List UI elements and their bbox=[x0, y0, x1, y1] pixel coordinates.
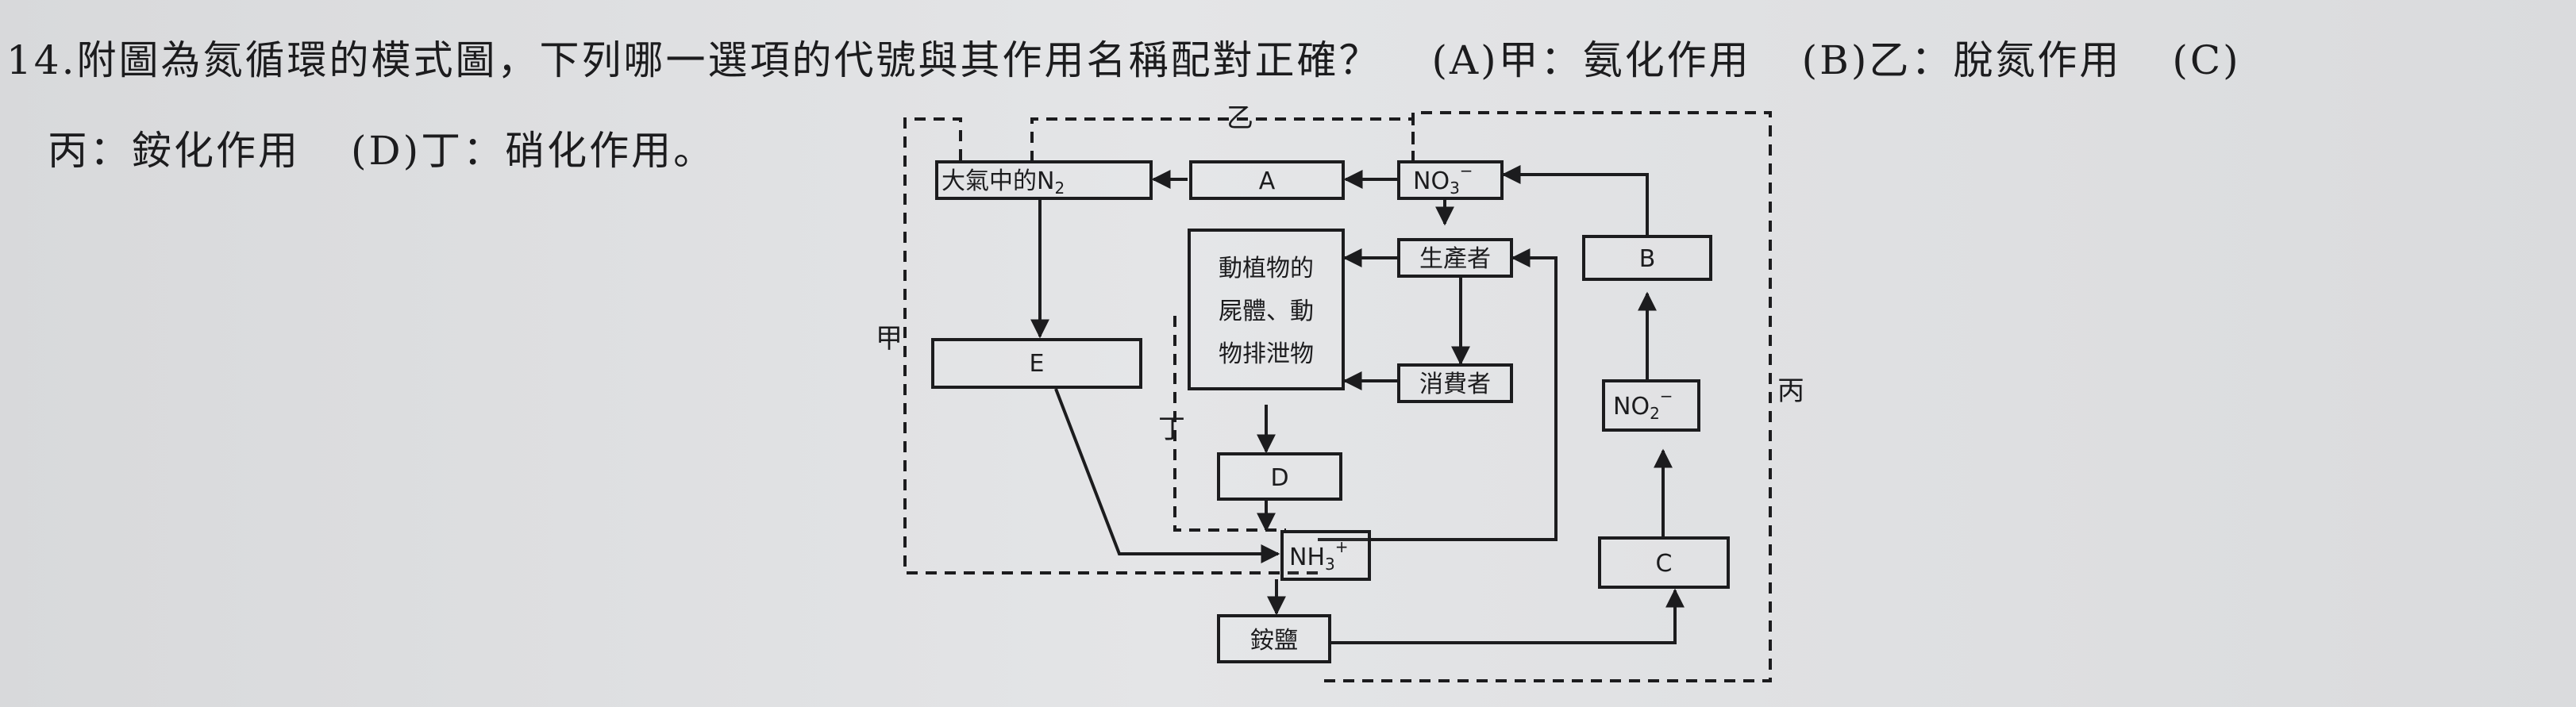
solid-arrows bbox=[1030, 165, 1685, 644]
producer-label: 生產者 bbox=[1419, 245, 1491, 273]
n2-label: 大氣中的N2 bbox=[941, 167, 1065, 198]
label-jia: 甲 bbox=[876, 323, 903, 355]
path-jia bbox=[903, 117, 1318, 574]
box-atmospheric-n2 bbox=[935, 160, 1153, 200]
a-label: A bbox=[1259, 167, 1276, 195]
dashed-paths bbox=[903, 111, 1772, 682]
arrow-ammonium-to-c bbox=[1330, 588, 1685, 644]
box-nh3 bbox=[1280, 530, 1371, 581]
label-yi: 乙 bbox=[1226, 102, 1253, 134]
label-ding: 丁 bbox=[1158, 413, 1185, 445]
process-labels: 甲 乙 丙 丁 bbox=[876, 102, 1804, 445]
nh3-label: NH3+ bbox=[1289, 537, 1349, 574]
path-bing bbox=[1318, 111, 1772, 682]
question-line-1: 14.附圖為氮循環的模式圖，下列哪一選項的代號與其作用名稱配對正確？ (A)甲：氨… bbox=[6, 24, 2241, 97]
option-c-text: 丙：銨化作用 bbox=[48, 128, 300, 174]
path-ding bbox=[1173, 316, 1286, 532]
nitrogen-cycle-diagram: 大氣中的N2 A NO3− B 生產者 動植物的 屍體、動 物排泄物 消費者 E… bbox=[876, 102, 1804, 682]
option-c: (C) bbox=[2172, 37, 2241, 83]
label-bing: 丙 bbox=[1777, 375, 1804, 407]
question-line-2: 丙：銨化作用 (D)丁：硝化作用。 bbox=[48, 114, 715, 187]
path-yi bbox=[1030, 117, 1415, 162]
box-consumer bbox=[1397, 363, 1513, 403]
box-e bbox=[931, 338, 1142, 389]
arrow-b-to-no3 bbox=[1501, 165, 1649, 235]
box-b bbox=[1582, 235, 1712, 281]
no2-label: NO2− bbox=[1613, 386, 1673, 423]
d-label: D bbox=[1270, 464, 1288, 492]
box-remains bbox=[1188, 229, 1345, 390]
c-label: C bbox=[1656, 550, 1673, 578]
box-no3 bbox=[1397, 160, 1504, 200]
ammonium-label: 銨鹽 bbox=[1250, 627, 1298, 655]
box-producer bbox=[1397, 238, 1513, 278]
box-ammonium bbox=[1217, 614, 1331, 663]
option-b: (B)乙：脫氮作用 bbox=[1801, 37, 2122, 83]
box-no2 bbox=[1602, 379, 1700, 432]
option-a: (A)甲：氨化作用 bbox=[1431, 37, 1751, 83]
no3-label: NO3− bbox=[1413, 161, 1473, 198]
remains-line-3: 物排泄物 bbox=[1219, 340, 1314, 368]
consumer-label: 消費者 bbox=[1419, 371, 1491, 398]
e-label: E bbox=[1030, 350, 1045, 378]
remains-line-2: 屍體、動 bbox=[1219, 298, 1314, 325]
b-label: B bbox=[1639, 245, 1656, 273]
boxes bbox=[931, 160, 1730, 663]
box-c bbox=[1598, 536, 1730, 589]
arrow-e-to-nh3 bbox=[1054, 388, 1280, 563]
question-stem: 附圖為氮循環的模式圖，下列哪一選項的代號與其作用名稱配對正確？ bbox=[76, 37, 1381, 83]
arrow-ammonium-to-producer bbox=[1318, 248, 1558, 541]
box-labels: 大氣中的N2 A NO3− B 生產者 動植物的 屍體、動 物排泄物 消費者 E… bbox=[941, 161, 1673, 655]
box-d bbox=[1217, 452, 1342, 501]
question-number: 14. bbox=[6, 37, 77, 83]
box-a bbox=[1189, 160, 1345, 200]
remains-line-1: 動植物的 bbox=[1219, 255, 1314, 282]
option-d: (D)丁：硝化作用。 bbox=[351, 128, 716, 174]
